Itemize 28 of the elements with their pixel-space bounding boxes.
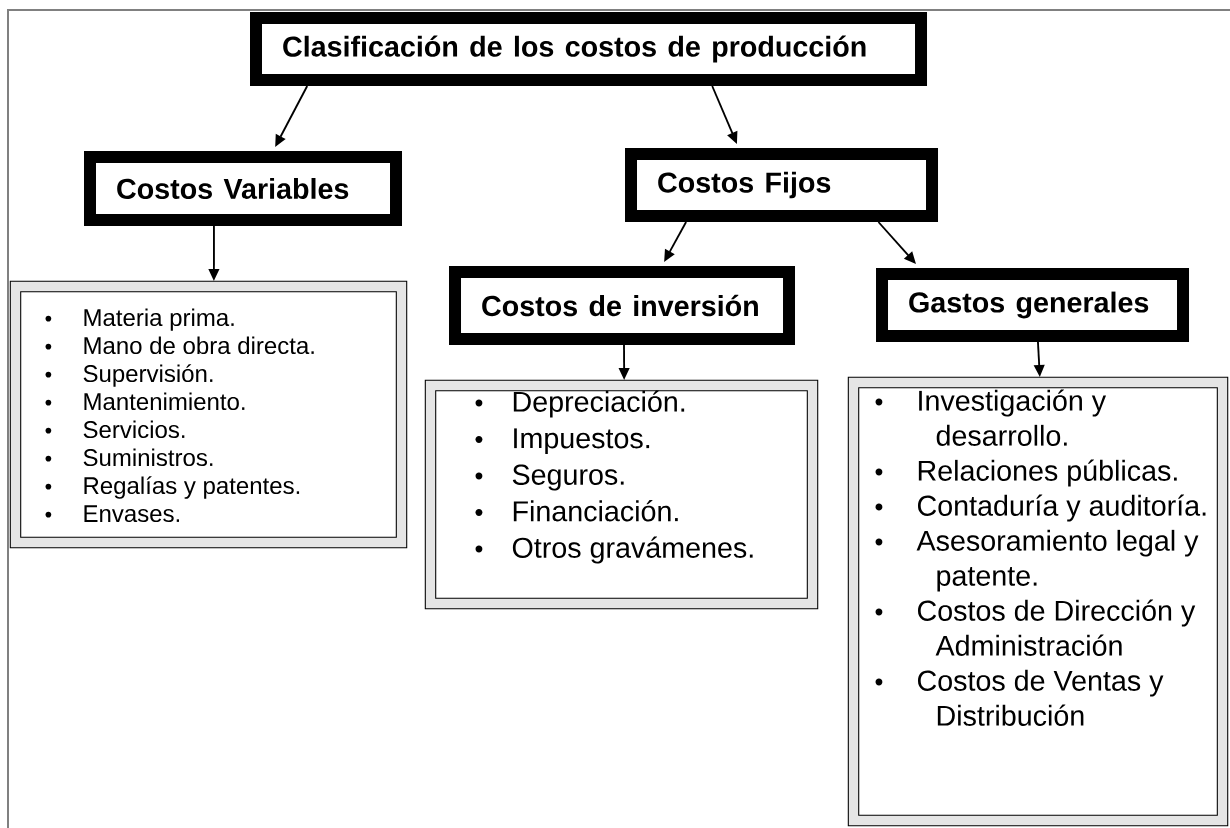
bullet-item: Servicios.	[45, 420, 185, 439]
bullet-item: Investigación y desarrollo.	[875, 389, 1107, 446]
heading-box: Clasificación de los costos de producción	[250, 12, 927, 86]
arrow	[877, 221, 916, 264]
bullet-item: Mantenimiento.	[45, 392, 245, 411]
category-box: Gastos generales	[876, 268, 1189, 342]
bullet-item: Asesoramiento legal y patente.	[875, 529, 1199, 592]
bullet-item: Suministros.	[45, 448, 213, 467]
category-box: Costos Variables	[84, 151, 402, 226]
bullet-item: Otros gravámenes.	[475, 536, 753, 564]
bullet-item: Costos de Ventas y Distribución	[875, 669, 1164, 726]
bullet-item: Mano de obra directa.	[45, 336, 314, 355]
bullet-item: Costos de Dirección y Administración	[875, 599, 1196, 656]
bullet-item: Impuestos.	[475, 428, 650, 455]
bullet-item: Financiación.	[475, 500, 678, 522]
bullet-item: Supervisión.	[45, 364, 213, 387]
bullet-item: Seguros.	[475, 464, 624, 491]
bullet-item: Relaciones públicas.	[875, 459, 1177, 487]
bullet-item: Contaduría y auditoría.	[875, 494, 1206, 522]
list-box	[9, 280, 408, 549]
list-box	[847, 376, 1229, 827]
bullet-item: Depreciación.	[475, 390, 685, 418]
category-box: Costos de inversión	[449, 266, 795, 345]
category-box: Costos Fijos	[625, 148, 938, 222]
bullet-item: Envases.	[45, 505, 179, 523]
bullet-item: Regalías y patentes.	[45, 476, 300, 499]
list-box	[424, 379, 819, 610]
bullet-item: Materia prima.	[45, 308, 234, 331]
